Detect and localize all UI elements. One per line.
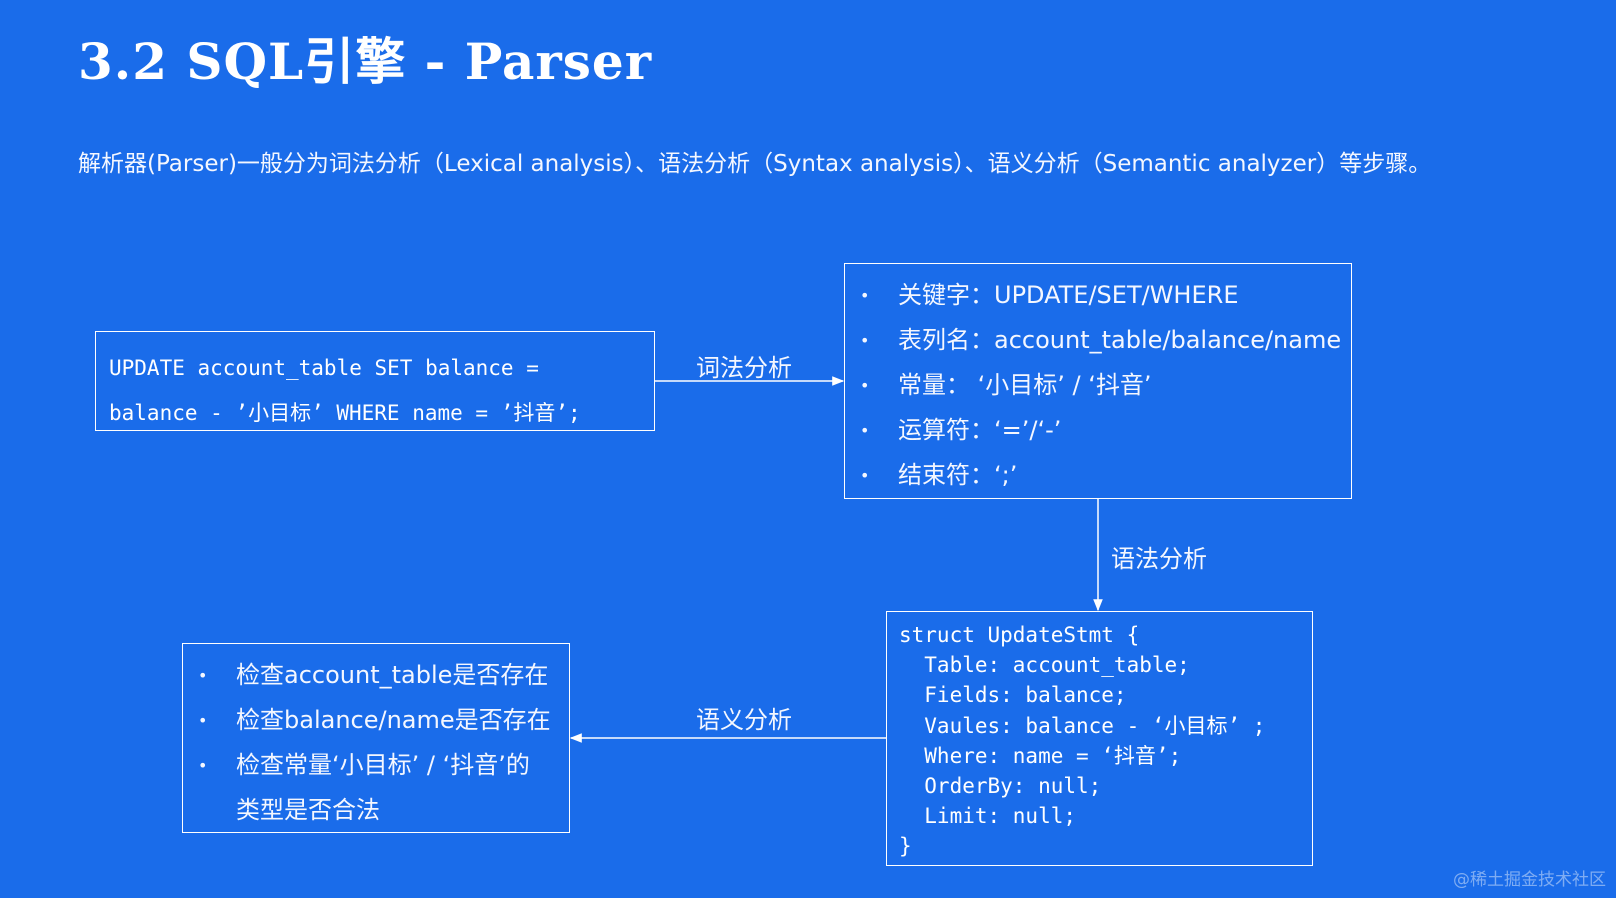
- struct-line: }: [899, 834, 912, 859]
- bullet-icon: •: [198, 711, 208, 730]
- semantic-check-box: •检查account_table是否存在 •检查balance/name是否存在…: [182, 643, 570, 833]
- edge-label-syntax: 语法分析: [1111, 545, 1207, 573]
- tokens-box: •关键字：UPDATE/SET/WHERE •表列名：account_table…: [844, 263, 1352, 499]
- bullet-icon: •: [198, 756, 208, 775]
- bullet-icon: •: [860, 331, 870, 350]
- bullet-icon: •: [860, 421, 870, 440]
- token-item-constants: •常量： ‘小目标’ / ‘抖音’: [845, 363, 1351, 408]
- struct-line: Table: account_table;: [899, 653, 1190, 678]
- token-item-columns: •表列名：account_table/balance/name: [845, 318, 1351, 363]
- struct-line: Where: name = ‘抖音’;: [899, 743, 1182, 768]
- watermark: @稀土掘金技术社区: [1453, 870, 1606, 890]
- struct-line: Vaules: balance - ‘小目标’ ;: [899, 713, 1266, 738]
- check-item-table: •检查account_table是否存在: [183, 653, 569, 698]
- bullet-icon: •: [860, 466, 870, 485]
- edge-label-lexical: 词法分析: [696, 354, 792, 382]
- struct-box: struct UpdateStmt { Table: account_table…: [886, 611, 1313, 866]
- struct-line: Limit: null;: [899, 804, 1077, 829]
- sql-statement-box: UPDATE account_table SET balance = balan…: [95, 331, 655, 431]
- struct-line: struct UpdateStmt {: [899, 623, 1140, 647]
- token-item-operators: •运算符：‘=’/‘-’: [845, 408, 1351, 453]
- page-title: 3.2 SQL引擎 - Parser: [78, 32, 653, 91]
- struct-line: Fields: balance;: [899, 683, 1127, 708]
- struct-line: OrderBy: null;: [899, 774, 1102, 799]
- check-item-constants: •检查常量‘小目标’ / ‘抖音’的类型是否合法: [183, 743, 569, 833]
- bullet-icon: •: [198, 666, 208, 685]
- page-subtitle: 解析器(Parser)一般分为词法分析（Lexical analysis）、语法…: [78, 151, 1432, 177]
- check-item-columns: •检查balance/name是否存在: [183, 698, 569, 743]
- bullet-icon: •: [860, 376, 870, 395]
- token-item-terminator: •结束符：‘;’: [845, 453, 1351, 498]
- sql-line-1: UPDATE account_table SET balance =: [109, 356, 539, 380]
- edge-label-semantic: 语义分析: [696, 706, 792, 734]
- sql-line-2: balance - ’小目标’ WHERE name = ’抖音’;: [109, 401, 581, 425]
- token-item-keywords: •关键字：UPDATE/SET/WHERE: [845, 273, 1351, 318]
- bullet-icon: •: [860, 286, 870, 305]
